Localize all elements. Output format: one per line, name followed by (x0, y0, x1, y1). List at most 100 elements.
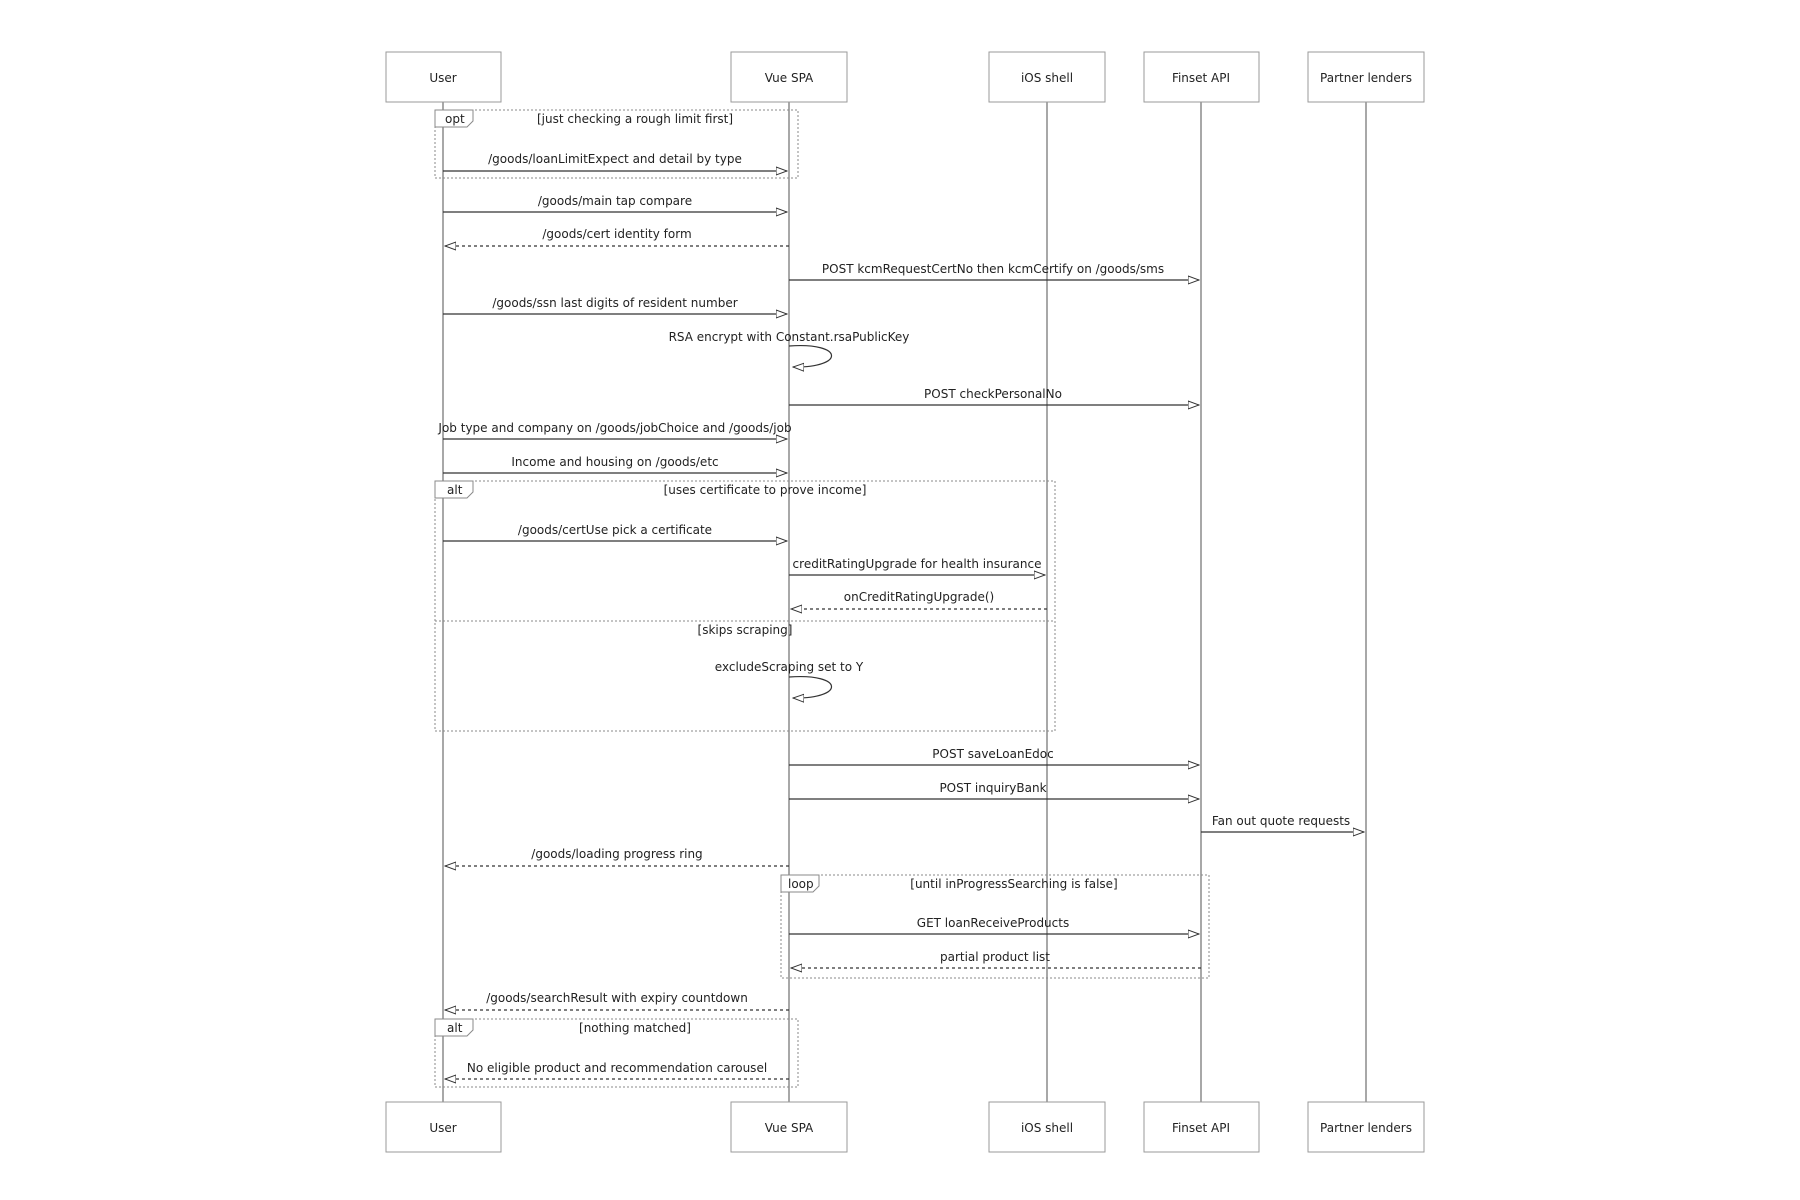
message: partial product list (791, 950, 1201, 968)
frame-border (434, 1018, 799, 1088)
message: /goods/cert identity form (445, 227, 789, 246)
frame-kind: opt (445, 112, 465, 126)
participant-finset-api-bottom: Finset API (1143, 1101, 1260, 1153)
message: Fan out quote requests (1201, 814, 1364, 832)
message: POST saveLoanEdoc (789, 747, 1199, 765)
participant-box (730, 1101, 848, 1153)
message: POST kcmRequestCertNo then kcmCertify on… (789, 262, 1199, 280)
participant-label: Finset API (1172, 1121, 1230, 1135)
message: Job type and company on /goods/jobChoice… (437, 421, 792, 439)
participant-box (385, 1101, 502, 1153)
message-label: /goods/searchResult with expiry countdow… (486, 991, 748, 1005)
participant-user-top: User (385, 51, 502, 103)
frame-label: [uses certificate to prove income] (664, 483, 867, 497)
message-label: excludeScraping set to Y (715, 660, 864, 674)
message-label: Fan out quote requests (1212, 814, 1350, 828)
participant-label: Vue SPA (765, 1121, 814, 1135)
participant-label: Partner lenders (1320, 1121, 1412, 1135)
message-arrow (788, 344, 833, 367)
participant-box (988, 51, 1106, 103)
message-label: onCreditRatingUpgrade() (844, 590, 994, 604)
frame-kind: alt (447, 483, 463, 497)
message-label: Income and housing on /goods/etc (511, 455, 718, 469)
lifelines (442, 102, 1367, 1102)
message-self: excludeScraping set to Y (715, 660, 864, 698)
message-self: RSA encrypt with Constant.rsaPublicKey (669, 330, 910, 367)
frame-tab (780, 874, 820, 893)
frame-alt-certificate: alt [uses certificate to prove income] [… (434, 480, 1056, 732)
message-label: Job type and company on /goods/jobChoice… (437, 421, 791, 435)
frame-border (434, 109, 799, 179)
participant-label: iOS shell (1021, 1121, 1073, 1135)
message-label: GET loanReceiveProducts (917, 916, 1069, 930)
message-label: /goods/main tap compare (538, 194, 692, 208)
message: /goods/loading progress ring (445, 847, 789, 866)
participant-box (1307, 1101, 1425, 1153)
participants-top: User Vue SPA iOS shell Finset API Partne… (385, 51, 1425, 103)
message: onCreditRatingUpgrade() (791, 590, 1047, 609)
message-label: POST inquiryBank (939, 781, 1046, 795)
participant-label: User (429, 71, 456, 85)
message-label: /goods/ssn last digits of resident numbe… (492, 296, 737, 310)
message-label: POST checkPersonalNo (924, 387, 1062, 401)
messages: /goods/loanLimitExpect and detail by typ… (437, 152, 1364, 1079)
message-label: RSA encrypt with Constant.rsaPublicKey (669, 330, 910, 344)
message: /goods/ssn last digits of resident numbe… (443, 296, 787, 314)
frame-else-label: [skips scraping] (698, 623, 793, 637)
participant-partner-lenders-top: Partner lenders (1307, 51, 1425, 103)
participants-bottom: User Vue SPA iOS shell Finset API Partne… (385, 1101, 1425, 1153)
message-label: No eligible product and recommendation c… (467, 1061, 767, 1075)
message: POST inquiryBank (789, 781, 1199, 799)
frame-opt: opt [just checking a rough limit first] (434, 109, 799, 179)
participant-box (730, 51, 848, 103)
participant-label: Vue SPA (765, 71, 814, 85)
participant-finset-api-top: Finset API (1143, 51, 1260, 103)
message-label: creditRatingUpgrade for health insurance (793, 557, 1042, 571)
participant-label: User (429, 1121, 456, 1135)
participant-box (1143, 51, 1260, 103)
participant-vue-spa-top: Vue SPA (730, 51, 848, 103)
message: creditRatingUpgrade for health insurance (789, 557, 1045, 575)
message: GET loanReceiveProducts (789, 916, 1199, 934)
participant-ios-shell-top: iOS shell (988, 51, 1106, 103)
frames: opt [just checking a rough limit first] … (434, 109, 1210, 1088)
message-label: partial product list (940, 950, 1050, 964)
frame-kind: alt (447, 1021, 463, 1035)
participant-vue-spa-bottom: Vue SPA (730, 1101, 848, 1153)
participant-label: Finset API (1172, 71, 1230, 85)
participant-ios-shell-bottom: iOS shell (988, 1101, 1106, 1153)
frame-label: [until inProgressSearching is false] (910, 877, 1117, 891)
frame-kind: loop (788, 877, 814, 891)
frame-tab (434, 480, 474, 499)
frame-border (434, 480, 1056, 732)
message: No eligible product and recommendation c… (445, 1061, 789, 1079)
participant-label: Partner lenders (1320, 71, 1412, 85)
frame-alt-nothing-matched: alt [nothing matched] (434, 1018, 799, 1088)
frame-border (780, 874, 1210, 979)
message-label: POST saveLoanEdoc (932, 747, 1053, 761)
frame-label: [just checking a rough limit first] (537, 112, 733, 126)
frame-label: [nothing matched] (579, 1021, 691, 1035)
participant-box (1143, 1101, 1260, 1153)
participant-label: iOS shell (1021, 71, 1073, 85)
participant-box (988, 1101, 1106, 1153)
message-label: POST kcmRequestCertNo then kcmCertify on… (822, 262, 1164, 276)
message: Income and housing on /goods/etc (443, 455, 787, 473)
message: POST checkPersonalNo (789, 387, 1199, 405)
participant-partner-lenders-bottom: Partner lenders (1307, 1101, 1425, 1153)
participant-user-bottom: User (385, 1101, 502, 1153)
frame-tab (434, 109, 474, 128)
participant-box (385, 51, 502, 103)
frame-tab (434, 1018, 474, 1037)
message: /goods/main tap compare (443, 194, 787, 212)
participant-box (1307, 51, 1425, 103)
message-arrow (788, 675, 833, 698)
message-label: /goods/cert identity form (542, 227, 691, 241)
message: /goods/loanLimitExpect and detail by typ… (443, 152, 787, 171)
message: /goods/certUse pick a certificate (443, 523, 787, 541)
message-label: /goods/loanLimitExpect and detail by typ… (488, 152, 742, 166)
message: /goods/searchResult with expiry countdow… (445, 991, 789, 1010)
message-label: /goods/certUse pick a certificate (518, 523, 712, 537)
frame-loop: loop [until inProgressSearching is false… (780, 874, 1210, 979)
